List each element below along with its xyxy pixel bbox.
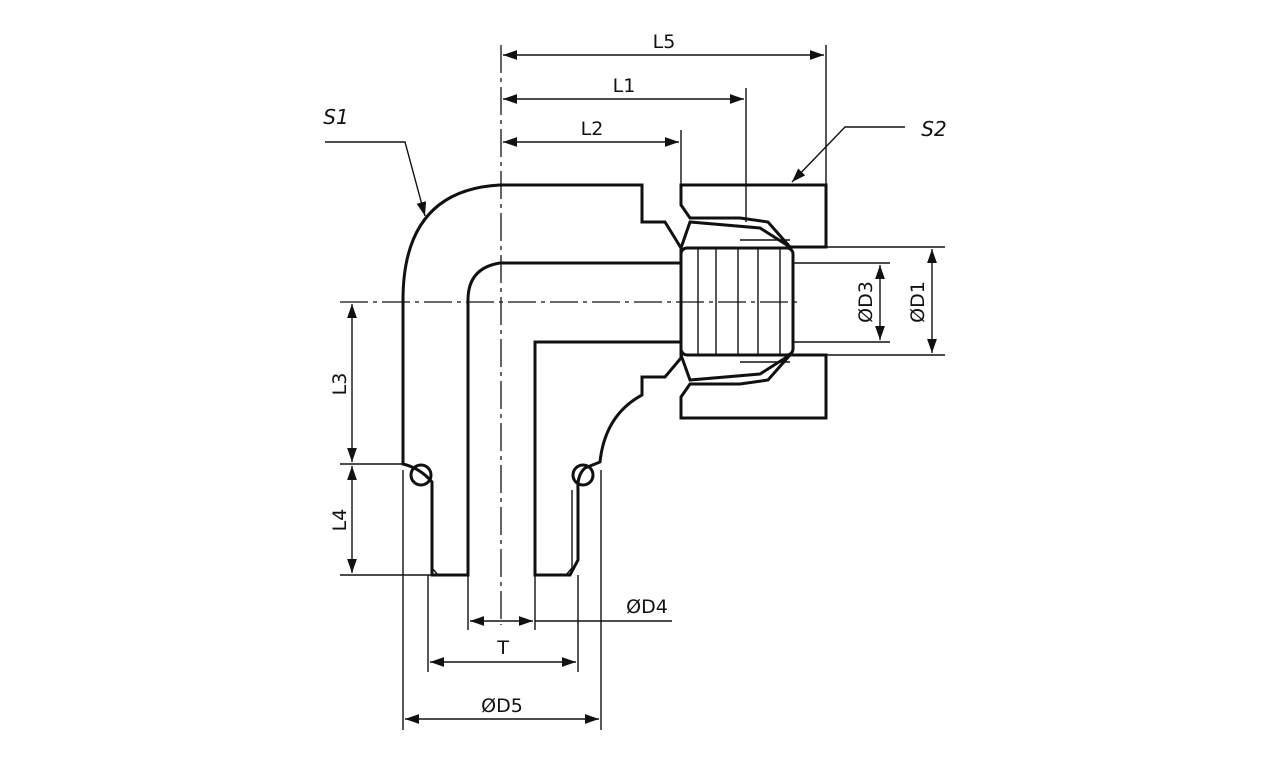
label-s1: S1 [323,105,348,129]
center-lines [340,45,800,625]
label-l2: L2 [581,118,604,140]
label-d5: ØD5 [481,695,523,717]
stud-thread-right [565,490,573,576]
extension-lines [340,45,945,730]
body-outer-section [401,183,683,577]
stud-thread-left [431,490,439,576]
leader-s2 [791,126,905,183]
label-t: T [496,637,509,659]
label-d3: ØD3 [855,281,877,323]
cutting-ring [679,220,795,382]
ring-lower [679,353,791,382]
label-l3: L3 [329,373,351,396]
label-l4: L4 [329,509,351,532]
o-ring-left [409,463,433,487]
label-d4: ØD4 [626,596,668,618]
nut-upper-section [679,183,828,249]
nut-lower-section [679,353,828,420]
ring-upper [679,220,791,249]
o-ring-right [571,463,595,487]
label-l5: L5 [653,31,676,53]
dimension-labels: L5 L1 L2 S1 S2 L3 L4 ØD3 ØD1 ØD4 T ØD5 [323,31,946,717]
elbow-body [401,183,683,577]
label-l1: L1 [613,75,636,97]
leader-s1 [325,141,427,217]
label-s2: S2 [921,117,946,141]
union-nut [679,183,828,420]
dimension-lines [347,50,937,724]
o-ring-seals [409,463,595,487]
leaders [325,126,905,217]
label-d1: ØD1 [907,281,929,323]
body-inner-section [533,340,683,577]
